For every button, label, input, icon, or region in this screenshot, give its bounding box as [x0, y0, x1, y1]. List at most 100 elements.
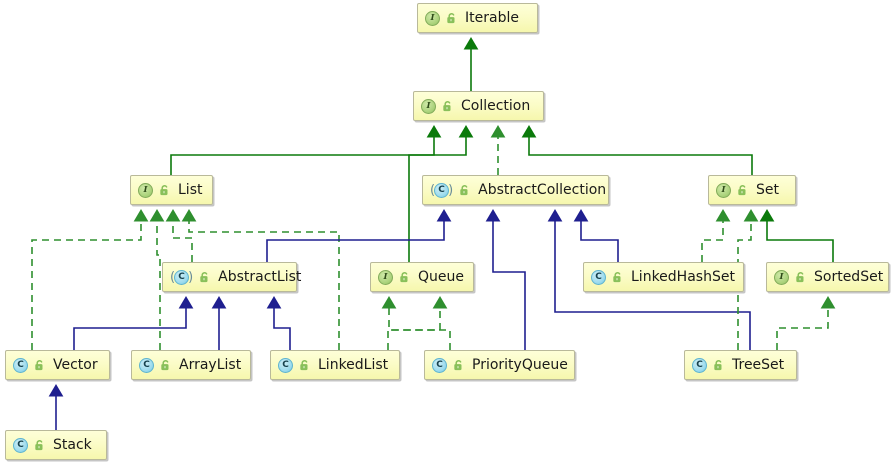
class-node-iterable[interactable]: I Iterable	[417, 3, 538, 33]
arrowhead	[715, 209, 731, 222]
public-lock-icon	[445, 12, 458, 25]
arrowhead	[463, 37, 479, 50]
arrowhead	[426, 125, 442, 138]
abstract-paren-left: (	[430, 182, 436, 198]
class-node-arraylist[interactable]: C ArrayList	[131, 350, 251, 380]
class-node-label: Iterable	[465, 10, 519, 26]
interface-icon: I	[425, 10, 440, 26]
edge-vector-to-list[interactable]	[31, 221, 142, 350]
node-glyphs: I	[138, 182, 171, 198]
abstract-paren-left: (	[170, 269, 176, 285]
class-icon: C	[432, 357, 447, 373]
node-glyphs: I	[425, 10, 458, 26]
arrowhead	[266, 296, 282, 309]
edge-linkedhashset-to-set[interactable]	[701, 221, 724, 262]
arrowhead	[490, 125, 506, 138]
public-lock-icon	[159, 359, 172, 372]
public-lock-icon	[458, 184, 471, 197]
interface-icon: I	[774, 269, 789, 285]
class-node-abstractcollection[interactable]: (C) AbstractCollection	[422, 175, 609, 205]
class-node-label: TreeSet	[732, 357, 785, 373]
edge-vector-to-abstractlist[interactable]	[73, 308, 187, 350]
abstract-paren-right: )	[188, 269, 194, 285]
arrowhead	[165, 209, 181, 222]
node-glyphs: I	[421, 98, 454, 114]
public-lock-icon	[441, 100, 454, 113]
public-lock-icon	[33, 359, 46, 372]
class-icon: C	[13, 437, 28, 453]
class-node-stack[interactable]: C Stack	[5, 430, 107, 460]
edge-sortedset-to-set[interactable]	[766, 221, 834, 262]
abstract-class-icon: (C)	[170, 269, 194, 285]
class-node-sortedset[interactable]: I SortedSet	[766, 262, 889, 292]
node-glyphs: C	[139, 357, 172, 373]
class-node-set[interactable]: I Set	[708, 175, 796, 205]
edge-priorityqueue-to-abstractcollection[interactable]	[492, 221, 526, 350]
class-node-label: SortedSet	[814, 269, 884, 285]
arrowhead	[181, 209, 197, 222]
arrowhead	[521, 125, 537, 138]
class-node-label: Collection	[461, 98, 531, 114]
interface-icon: I	[378, 269, 393, 285]
public-lock-icon	[298, 359, 311, 372]
edge-linkedlist-to-abstractlist[interactable]	[273, 308, 291, 350]
class-node-vector[interactable]: C Vector	[5, 350, 110, 380]
public-lock-icon	[398, 271, 411, 284]
node-glyphs: (C)	[430, 182, 471, 198]
class-node-label: ArrayList	[179, 357, 242, 373]
class-node-label: Set	[756, 182, 779, 198]
class-icon: C	[13, 357, 28, 373]
class-node-label: LinkedHashSet	[631, 269, 735, 285]
edge-linkedhashset-to-abstractcollection[interactable]	[580, 221, 619, 262]
edge-abstractlist-to-list[interactable]	[172, 221, 193, 262]
class-icon: C	[434, 182, 450, 198]
public-lock-icon	[452, 359, 465, 372]
edge-arraylist-to-list[interactable]	[156, 221, 161, 350]
edge-list-to-collection[interactable]	[170, 137, 435, 175]
public-lock-icon	[712, 359, 725, 372]
class-node-collection[interactable]: I Collection	[413, 91, 544, 121]
edge-treeset-to-sortedset[interactable]	[776, 308, 829, 350]
arrowhead	[133, 209, 149, 222]
edge-linkedlist-to-list[interactable]	[188, 221, 340, 350]
class-icon: C	[174, 269, 190, 285]
arrowhead	[381, 296, 397, 309]
class-node-label: Queue	[418, 269, 464, 285]
arrowhead	[485, 209, 501, 222]
interface-icon: I	[716, 182, 731, 198]
edge-set-to-collection[interactable]	[528, 137, 753, 175]
interface-icon: I	[138, 182, 153, 198]
class-node-abstractlist[interactable]: (C)AbstractList	[162, 262, 301, 292]
class-node-label: Vector	[53, 357, 98, 373]
class-icon: C	[692, 357, 707, 373]
edge-treeset-to-set[interactable]	[737, 221, 752, 350]
class-node-label: PriorityQueue	[472, 357, 568, 373]
edge-linkedlist-to-queue[interactable]	[387, 308, 441, 350]
class-icon: C	[591, 269, 606, 285]
node-glyphs: I	[378, 269, 411, 285]
class-node-treeset[interactable]: C TreeSet	[684, 350, 797, 380]
arrowhead	[820, 296, 836, 309]
arrowhead	[432, 296, 448, 309]
class-node-queue[interactable]: I Queue	[370, 262, 474, 292]
arrowhead	[759, 209, 775, 222]
arrowhead	[149, 209, 165, 222]
edge-treeset-to-abstractcollection[interactable]	[554, 221, 751, 350]
interface-icon: I	[421, 98, 436, 114]
class-node-label: AbstractCollection	[478, 182, 607, 198]
arrowhead	[48, 384, 64, 397]
arrowhead	[458, 125, 474, 138]
class-icon: C	[278, 357, 293, 373]
edge-queue-to-collection[interactable]	[408, 137, 467, 262]
class-node-linkedhashset[interactable]: C LinkedHashSet	[583, 262, 744, 292]
class-node-priorityqueue[interactable]: C PriorityQueue	[424, 350, 575, 380]
edge-abstractlist-to-abstractcollection[interactable]	[266, 221, 445, 262]
node-glyphs: C	[13, 357, 46, 373]
edge-priorityqueue-to-queue[interactable]	[388, 308, 451, 350]
arrowhead	[743, 209, 759, 222]
public-lock-icon	[611, 271, 624, 284]
class-node-label: Stack	[53, 437, 92, 453]
